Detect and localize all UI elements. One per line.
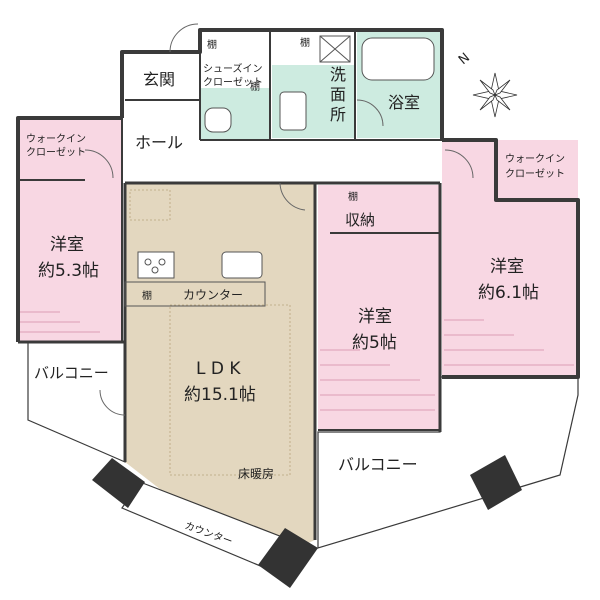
fixtures — [124, 35, 435, 307]
toilet-icon — [204, 107, 232, 133]
labels: 玄関 ホール 棚 棚 棚 シューズイン クローゼット 洗 面所 浴室 ウォークイ… — [26, 36, 568, 548]
bathtub-icon — [361, 37, 435, 81]
compass-north-label: N — [456, 50, 473, 68]
sink-icon — [221, 251, 263, 279]
western-center-label: 洋室 — [358, 307, 392, 327]
storage-label: 収納 — [345, 211, 375, 229]
balcony-left-label: バルコニー — [34, 364, 109, 382]
washbasin-icon — [279, 91, 307, 131]
hall-door-left — [84, 149, 114, 179]
ldk-label: L D K — [196, 359, 241, 379]
pillars — [92, 455, 522, 588]
label-line: クローゼット — [26, 147, 86, 159]
western-left-size: 約5.3帖 — [38, 261, 99, 281]
pillar-left — [92, 458, 145, 508]
label-line: クローゼット — [505, 168, 565, 180]
western-right-size: 約6.1帖 — [478, 283, 539, 303]
storage-shelf-label: 棚 — [348, 190, 358, 203]
western-left-area — [18, 118, 122, 342]
kitchen-counter-label: カウンター — [183, 288, 243, 302]
walls — [16, 28, 580, 540]
bath-door — [356, 99, 384, 127]
kitchen-counter-box — [124, 281, 266, 307]
shelf-label-1: 棚 — [207, 38, 217, 51]
label-line: クローゼット — [203, 77, 263, 89]
wic-left-label: ウォークイン クローゼット — [26, 133, 89, 159]
washroom-label-text: 洗 — [330, 65, 346, 84]
western-center-size: 約5帖 — [352, 333, 397, 353]
label-line: 面 — [330, 85, 346, 104]
shelf-label-3: 棚 — [300, 36, 310, 49]
kitchen-shelf-label: 棚 — [142, 289, 152, 302]
ldk-door — [279, 182, 306, 211]
right-room-door — [444, 149, 474, 179]
balcony-right-label: バルコニー — [338, 455, 418, 474]
western-center-area — [318, 185, 440, 430]
washroom-label: 洗 面所 — [330, 65, 351, 124]
western-left-label: 洋室 — [50, 235, 84, 255]
shoes-closet-label: シューズイン クローゼット — [203, 62, 266, 89]
bathroom-label: 浴室 — [388, 93, 420, 112]
floor-texture — [20, 311, 574, 411]
hall-label: ホール — [135, 133, 183, 152]
ldk-size: 約15.1帖 — [184, 385, 256, 405]
entrance-label: 玄関 — [143, 70, 175, 89]
pillar-bottom — [258, 528, 318, 588]
balconies — [27, 341, 579, 571]
wic-right-label: ウォークイン クローゼット — [505, 153, 568, 180]
entrance-door — [169, 23, 199, 53]
western-right-label: 洋室 — [490, 257, 524, 277]
pillar-right — [470, 455, 522, 510]
shelf-label-2: 棚 — [250, 80, 260, 93]
room-fills — [18, 32, 578, 565]
ldk-texture — [129, 189, 291, 476]
label-line: 所 — [330, 105, 346, 124]
compass: N — [456, 50, 518, 118]
balcony-left-door — [99, 389, 126, 416]
balcony-left-area — [27, 341, 126, 463]
stove-icon — [137, 251, 175, 279]
door-swings — [84, 23, 474, 416]
floor-heating-label: 床暖房 — [238, 466, 274, 481]
